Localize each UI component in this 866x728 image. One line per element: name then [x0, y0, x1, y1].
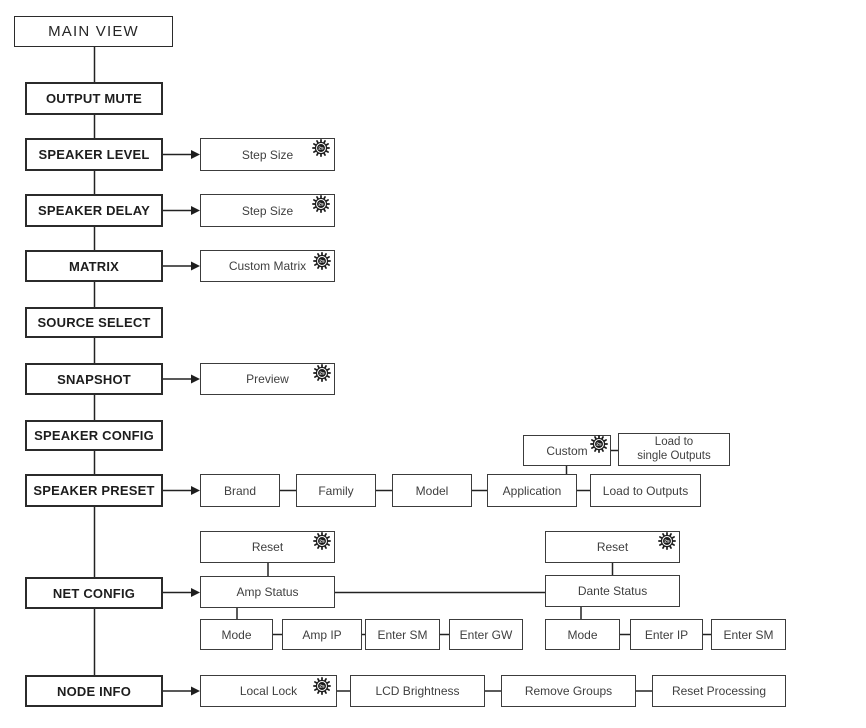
svg-text:2s: 2s	[319, 539, 325, 545]
node-step-size-level: Step Size	[200, 138, 335, 171]
node-reset-processing: Reset Processing	[652, 675, 786, 707]
gear-2s-icon: 2s	[313, 252, 331, 270]
gear-2s-icon: 2s	[658, 532, 676, 550]
node-mode-amp: Mode	[200, 619, 273, 650]
svg-text:2s: 2s	[318, 202, 324, 208]
node-speaker-preset: SPEAKER PRESET	[25, 474, 163, 507]
node-custom-matrix: Custom Matrix	[200, 250, 335, 282]
svg-text:2s: 2s	[319, 259, 325, 265]
node-snapshot: SNAPSHOT	[25, 363, 163, 395]
node-application: Application	[487, 474, 577, 507]
node-model: Model	[392, 474, 472, 507]
node-reset-dante: Reset	[545, 531, 680, 563]
node-local-lock: Local Lock	[200, 675, 337, 707]
node-amp-status: Amp Status	[200, 576, 335, 608]
node-enter-gw: Enter GW	[449, 619, 523, 650]
node-preview: Preview	[200, 363, 335, 395]
gear-2s-icon: 2s	[313, 532, 331, 550]
svg-text:2s: 2s	[596, 442, 602, 448]
node-speaker-level: SPEAKER LEVEL	[25, 138, 163, 171]
node-remove-groups: Remove Groups	[501, 675, 636, 707]
arrowheads	[191, 150, 200, 696]
node-matrix: MATRIX	[25, 250, 163, 282]
gear-2s-icon: 2s	[313, 364, 331, 382]
node-source-select: SOURCE SELECT	[25, 307, 163, 338]
node-net-config: NET CONFIG	[25, 577, 163, 609]
svg-text:2s: 2s	[664, 539, 670, 545]
gear-2s-icon: 2s	[313, 677, 331, 695]
node-speaker-config: SPEAKER CONFIG	[25, 420, 163, 451]
node-main-view: MAIN VIEW	[14, 16, 173, 47]
node-speaker-delay: SPEAKER DELAY	[25, 194, 163, 227]
node-load-to-single-outputs: Load to single Outputs	[618, 433, 730, 466]
node-reset-amp: Reset	[200, 531, 335, 563]
svg-text:2s: 2s	[319, 684, 325, 690]
node-amp-ip: Amp IP	[282, 619, 362, 650]
node-brand: Brand	[200, 474, 280, 507]
gear-2s-icon: 2s	[312, 139, 330, 157]
node-family: Family	[296, 474, 376, 507]
node-output-mute: OUTPUT MUTE	[25, 82, 163, 115]
node-step-size-delay: Step Size	[200, 194, 335, 227]
node-enter-sm-dante: Enter SM	[711, 619, 786, 650]
node-lcd-brightness: LCD Brightness	[350, 675, 485, 707]
node-enter-sm-amp: Enter SM	[365, 619, 440, 650]
node-load-to-outputs: Load to Outputs	[590, 474, 701, 507]
svg-text:2s: 2s	[319, 371, 325, 377]
node-dante-status: Dante Status	[545, 575, 680, 607]
node-enter-ip: Enter IP	[630, 619, 703, 650]
svg-text:2s: 2s	[318, 146, 324, 152]
gear-2s-icon: 2s	[590, 435, 608, 453]
gear-2s-icon: 2s	[312, 195, 330, 213]
node-node-info: NODE INFO	[25, 675, 163, 707]
node-mode-dante: Mode	[545, 619, 620, 650]
